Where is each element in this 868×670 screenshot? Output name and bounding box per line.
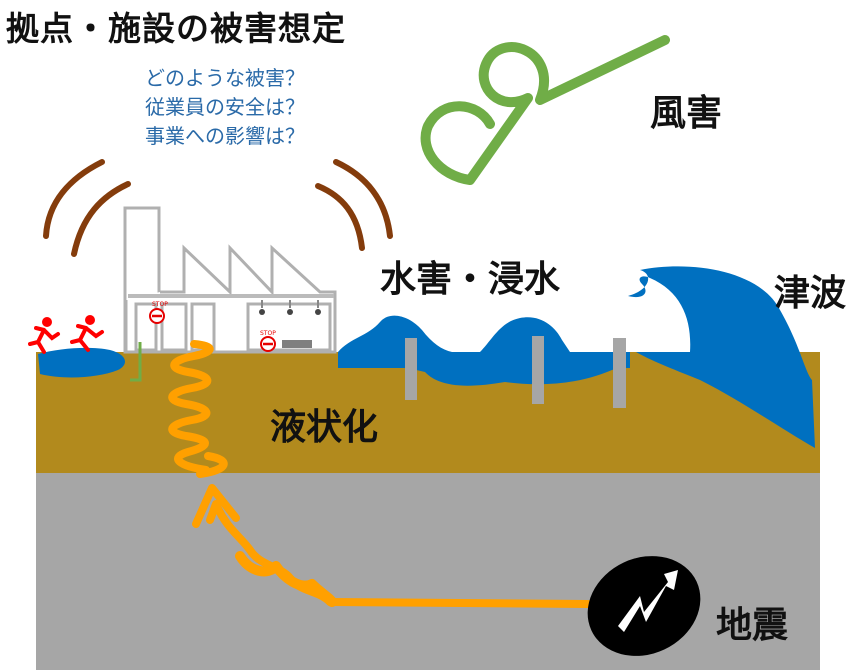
- machine-block: [282, 340, 312, 348]
- stop-sign-text: STOP: [260, 330, 276, 337]
- pipe-icon: [130, 342, 142, 382]
- hazard-label-wind: 風害: [650, 93, 723, 134]
- hazard-label-tsunami: 津波: [774, 273, 847, 314]
- stop-sign-icon: [260, 336, 276, 352]
- hazard-label-earthquake: 地震: [716, 605, 789, 646]
- hazard-label-liquefaction: 液状化: [270, 407, 379, 448]
- question-item: 事業への影響は？: [145, 124, 305, 148]
- running-person-icon: [70, 315, 104, 352]
- sound-wave-icon: [43, 159, 393, 257]
- stop-sign-text: STOP: [152, 301, 168, 308]
- lightning-icon: [618, 570, 678, 632]
- hazard-label-flood: 水害・浸水: [380, 259, 561, 300]
- question-item: 従業員の安全は？: [145, 95, 305, 119]
- seismic-wave-icon: [168, 340, 592, 608]
- seawall-post: [532, 336, 544, 404]
- bedrock-layer: [36, 473, 820, 670]
- seawall-post: [613, 338, 626, 408]
- wind-swirl-icon: [420, 35, 670, 185]
- seawall-post: [405, 338, 417, 400]
- question-list: どのような被害？ 従業員の安全は？ 事業への影響は？: [110, 64, 340, 151]
- factory-icon: [123, 206, 337, 354]
- tsunami-wave: [628, 266, 815, 448]
- question-item: どのような被害？: [145, 66, 305, 90]
- stop-sign-icon: [149, 308, 165, 324]
- page-title: 拠点・施設の被害想定: [6, 9, 346, 48]
- flood-band: [338, 352, 630, 368]
- puddle-water: [38, 347, 125, 378]
- running-person-icon: [28, 317, 60, 354]
